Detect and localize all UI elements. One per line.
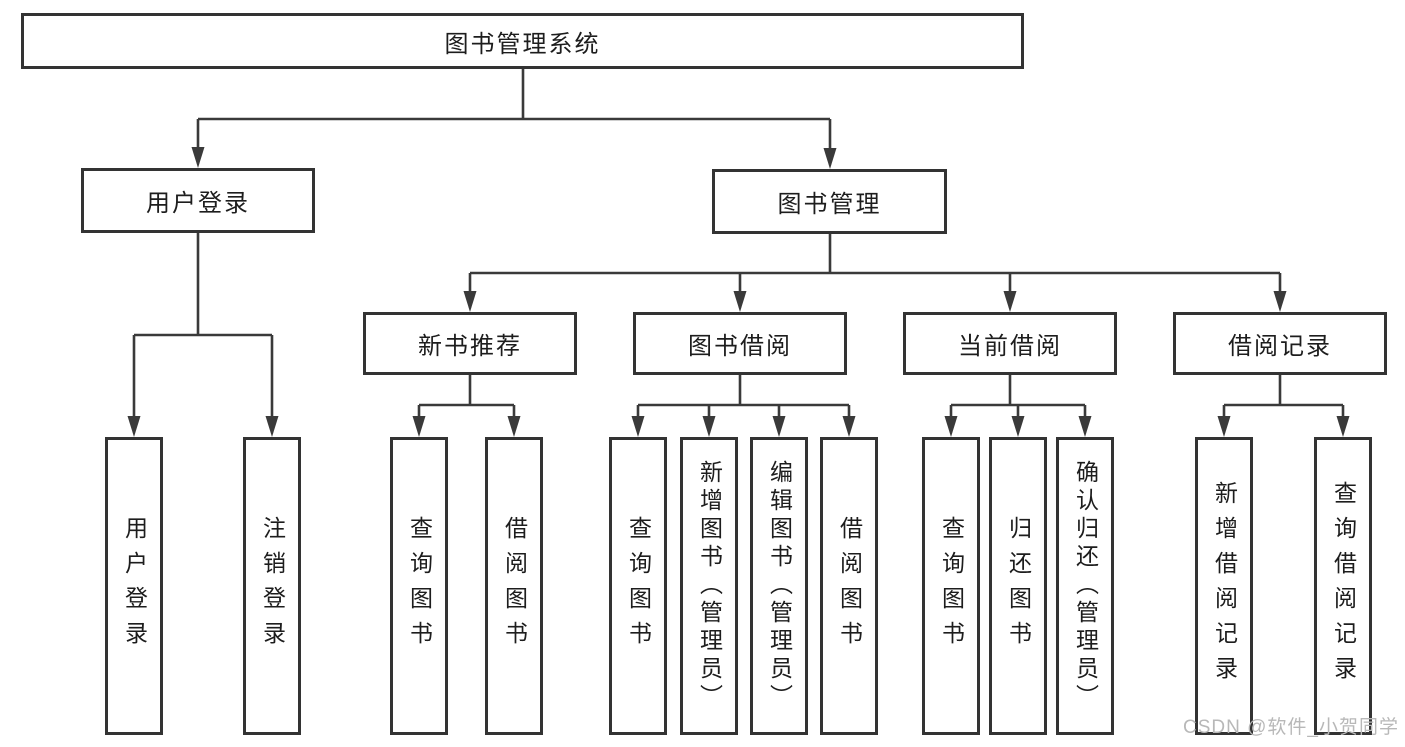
arrowhead <box>463 291 477 312</box>
leaf-query-borrow-record: 查询借阅记录 <box>1314 437 1372 735</box>
node-label: 查询图书 <box>406 516 433 656</box>
arrowhead <box>1011 416 1025 437</box>
leaf-add-borrow-record: 新增借阅记录 <box>1195 437 1253 735</box>
leaf-logout: 注销登录 <box>243 437 301 735</box>
node-label: 借阅图书 <box>836 516 863 656</box>
arrowhead <box>702 416 716 437</box>
node-label: 查询图书 <box>625 516 652 656</box>
arrowhead <box>1003 291 1017 312</box>
node-label: 确认归还（管理员） <box>1072 460 1099 712</box>
node-label: 图书管理 <box>777 191 882 218</box>
node-label: 归还图书 <box>1005 516 1032 656</box>
node-book-borrowing: 图书借阅 <box>633 312 847 375</box>
node-label: 当前借阅 <box>958 333 1062 360</box>
node-label: 新增借阅记录 <box>1211 481 1238 691</box>
node-label: 新书推荐 <box>418 333 522 360</box>
node-user-login: 用户登录 <box>81 168 315 233</box>
arrowhead <box>507 416 521 437</box>
leaf-borrow-books: 借阅图书 <box>820 437 878 735</box>
node-borrow-records: 借阅记录 <box>1173 312 1387 375</box>
node-label: 图书借阅 <box>688 333 792 360</box>
arrowhead <box>1078 416 1092 437</box>
node-label: 用户登录 <box>146 190 250 217</box>
node-label: 借阅记录 <box>1228 333 1332 360</box>
node-label: 图书管理系统 <box>444 30 601 58</box>
arrowhead <box>1336 416 1350 437</box>
node-label: 新增图书（管理员） <box>696 460 723 712</box>
arrowhead <box>191 147 205 168</box>
node-label: 编辑图书（管理员） <box>766 460 793 712</box>
csdn-watermark: CSDN @软件_小贺同学 <box>1183 717 1399 738</box>
leaf-edit-book-admin: 编辑图书（管理员） <box>750 437 808 735</box>
leaf-return-book: 归还图书 <box>989 437 1047 735</box>
leaf-query-books-borrowing: 查询图书 <box>609 437 667 735</box>
leaf-query-books-recommend: 查询图书 <box>390 437 448 735</box>
arrowhead <box>1273 291 1287 312</box>
leaf-add-book-admin: 新增图书（管理员） <box>680 437 738 735</box>
node-label: 注销登录 <box>259 516 286 656</box>
node-library-management-system: 图书管理系统 <box>21 13 1024 69</box>
node-new-book-recommend: 新书推荐 <box>363 312 577 375</box>
node-label: 查询图书 <box>938 516 965 656</box>
arrowhead <box>631 416 645 437</box>
arrowhead <box>733 291 747 312</box>
arrowhead <box>842 416 856 437</box>
arrowhead <box>1217 416 1231 437</box>
leaf-borrow-books-recommend: 借阅图书 <box>485 437 543 735</box>
arrowhead <box>127 416 141 437</box>
arrowhead <box>823 148 837 169</box>
arrowhead <box>265 416 279 437</box>
node-label: 借阅图书 <box>501 516 528 656</box>
arrowhead <box>944 416 958 437</box>
leaf-confirm-return-admin: 确认归还（管理员） <box>1056 437 1114 735</box>
node-book-management: 图书管理 <box>712 169 947 234</box>
arrowhead <box>772 416 786 437</box>
arrowhead <box>412 416 426 437</box>
leaf-query-books-current: 查询图书 <box>922 437 980 735</box>
node-current-borrowing: 当前借阅 <box>903 312 1117 375</box>
node-label: 用户登录 <box>121 516 148 656</box>
node-label: 查询借阅记录 <box>1330 481 1357 691</box>
leaf-user-login: 用户登录 <box>105 437 163 735</box>
